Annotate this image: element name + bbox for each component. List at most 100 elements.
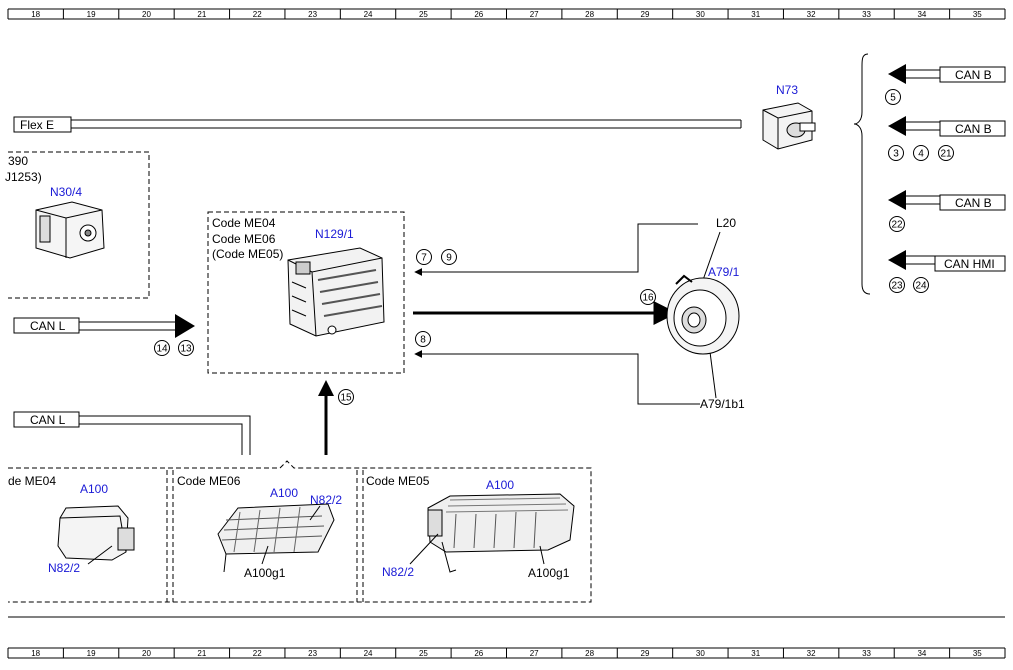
callout-22: 22 [889, 216, 905, 232]
svg-text:21: 21 [940, 149, 952, 160]
callout-4: 4 [913, 145, 929, 161]
code-me04-label: Code ME04 [212, 216, 276, 230]
flex-e-bus: Flex E [13, 116, 742, 133]
top-ruler-column-number: 26 [474, 10, 483, 19]
code-me06-label: Code ME06 [212, 232, 276, 246]
top-ruler-column-number: 28 [585, 10, 594, 19]
can-hmi-bus: CAN HMI [888, 250, 1006, 272]
top-ruler-column-number: 20 [142, 10, 151, 19]
bottom-ruler-column-number: 32 [807, 649, 816, 658]
can-l-bus-1: CAN L [13, 314, 195, 338]
bottom-ruler-column-number: 34 [917, 649, 926, 658]
a79-1-component: L20 A79/1 A79/1b1 [666, 216, 745, 411]
bottom-ruler-column-number: 20 [142, 649, 151, 658]
a79-1b1-label: A79/1b1 [700, 397, 745, 411]
svg-text:8: 8 [420, 335, 426, 346]
bottom-ruler-column-number: 26 [474, 649, 483, 658]
svg-text:22: 22 [891, 220, 903, 231]
me06-n82-2-label: N82/2 [310, 493, 342, 507]
top-ruler-column-number: 19 [87, 10, 96, 19]
svg-text:16: 16 [642, 293, 654, 304]
n30-4-fragment-2: J1253) [5, 170, 42, 184]
can-b-3-label: CAN B [955, 196, 992, 210]
can-hmi-label: CAN HMI [944, 257, 995, 271]
top-ruler-column-number: 18 [31, 10, 40, 19]
me04-code-label: de ME04 [8, 474, 56, 488]
can-b-bus-2: CAN B [888, 116, 1006, 137]
me04-variant: de ME04 A100 N82/2 [8, 474, 135, 575]
top-ruler-column-number: 22 [253, 10, 262, 19]
can-l-2-label: CAN L [30, 413, 66, 427]
svg-text:7: 7 [421, 253, 427, 264]
top-ruler-column-number: 32 [807, 10, 816, 19]
top-ruler-column-number: 30 [696, 10, 705, 19]
callout-13: 13 [178, 340, 194, 356]
top-ruler-column-number: 23 [308, 10, 317, 19]
callout-7: 7 [416, 249, 432, 265]
svg-text:4: 4 [918, 149, 924, 160]
me05-a100-label: A100 [486, 478, 514, 492]
svg-text:23: 23 [891, 281, 903, 292]
bottom-ruler-column-number: 30 [696, 649, 705, 658]
can-b-1-label: CAN B [955, 68, 992, 82]
bottom-ruler-column-number: 27 [530, 649, 539, 658]
top-ruler-column-number: 25 [419, 10, 428, 19]
me05-variant: Code ME05 A100 N82/2 A100g1 [366, 474, 575, 580]
top-ruler-column-number: 27 [530, 10, 539, 19]
top-ruler-column-number: 34 [917, 10, 926, 19]
top-ruler-column-number: 33 [862, 10, 871, 19]
bottom-ruler-column-number: 22 [253, 649, 262, 658]
svg-text:9: 9 [446, 253, 452, 264]
n30-4-label: N30/4 [50, 185, 82, 199]
can-b-2-label: CAN B [955, 122, 992, 136]
callout-21: 21 [938, 145, 954, 161]
me05-code-label: Code ME05 [366, 474, 430, 488]
svg-text:5: 5 [890, 93, 896, 104]
can-l-bus-2: CAN L [13, 411, 251, 455]
callout-24: 24 [913, 277, 929, 293]
top-ruler-column-number: 29 [641, 10, 650, 19]
l20-label: L20 [716, 216, 736, 230]
n129-1-module-box: Code ME04 Code ME06 (Code ME05) N129/1 [207, 211, 405, 374]
callout-16: 16 [640, 289, 656, 305]
callout-3: 3 [888, 145, 904, 161]
top-ruler-column-number: 35 [973, 10, 982, 19]
callout-23: 23 [889, 277, 905, 293]
top-ruler-column-number: 31 [751, 10, 760, 19]
can-b-bus-1: CAN B [888, 64, 1006, 84]
code-me05-label: (Code ME05) [212, 247, 283, 261]
me06-variant: Code ME06 A100 N82/2 A100g1 [177, 474, 342, 580]
bottom-ruler-column-number: 35 [973, 649, 982, 658]
bottom-ruler-column-number: 28 [585, 649, 594, 658]
a79-1-label: A79/1 [708, 265, 740, 279]
callout-15: 15 [338, 389, 354, 405]
a100-variants-container [8, 460, 592, 603]
callout-8: 8 [415, 331, 431, 347]
callout-5: 5 [885, 89, 901, 105]
me04-n82-2-label: N82/2 [48, 561, 80, 575]
me06-a100-label: A100 [270, 486, 298, 500]
svg-text:24: 24 [915, 281, 927, 292]
me05-a100g1-label: A100g1 [528, 566, 570, 580]
n73-label: N73 [776, 83, 798, 97]
bottom-ruler-column-number: 33 [862, 649, 871, 658]
bottom-ruler-column-number: 19 [87, 649, 96, 658]
me06-code-label: Code ME06 [177, 474, 241, 488]
n129-1-label: N129/1 [315, 227, 354, 241]
me06-a100g1-label: A100g1 [244, 566, 286, 580]
svg-text:14: 14 [156, 344, 168, 355]
me04-a100-label: A100 [80, 482, 108, 496]
svg-text:3: 3 [893, 149, 899, 160]
can-l-1-label: CAN L [30, 319, 66, 333]
bottom-ruler-column-number: 24 [364, 649, 373, 658]
callout-14: 14 [154, 340, 170, 356]
top-ruler-column-number: 21 [197, 10, 206, 19]
n30-4-fragment-1: 390 [8, 154, 28, 168]
bottom-ruler-column-number: 18 [31, 649, 40, 658]
svg-text:13: 13 [180, 344, 192, 355]
svg-text:15: 15 [340, 393, 352, 404]
can-b-bus-3: CAN B [888, 190, 1006, 211]
